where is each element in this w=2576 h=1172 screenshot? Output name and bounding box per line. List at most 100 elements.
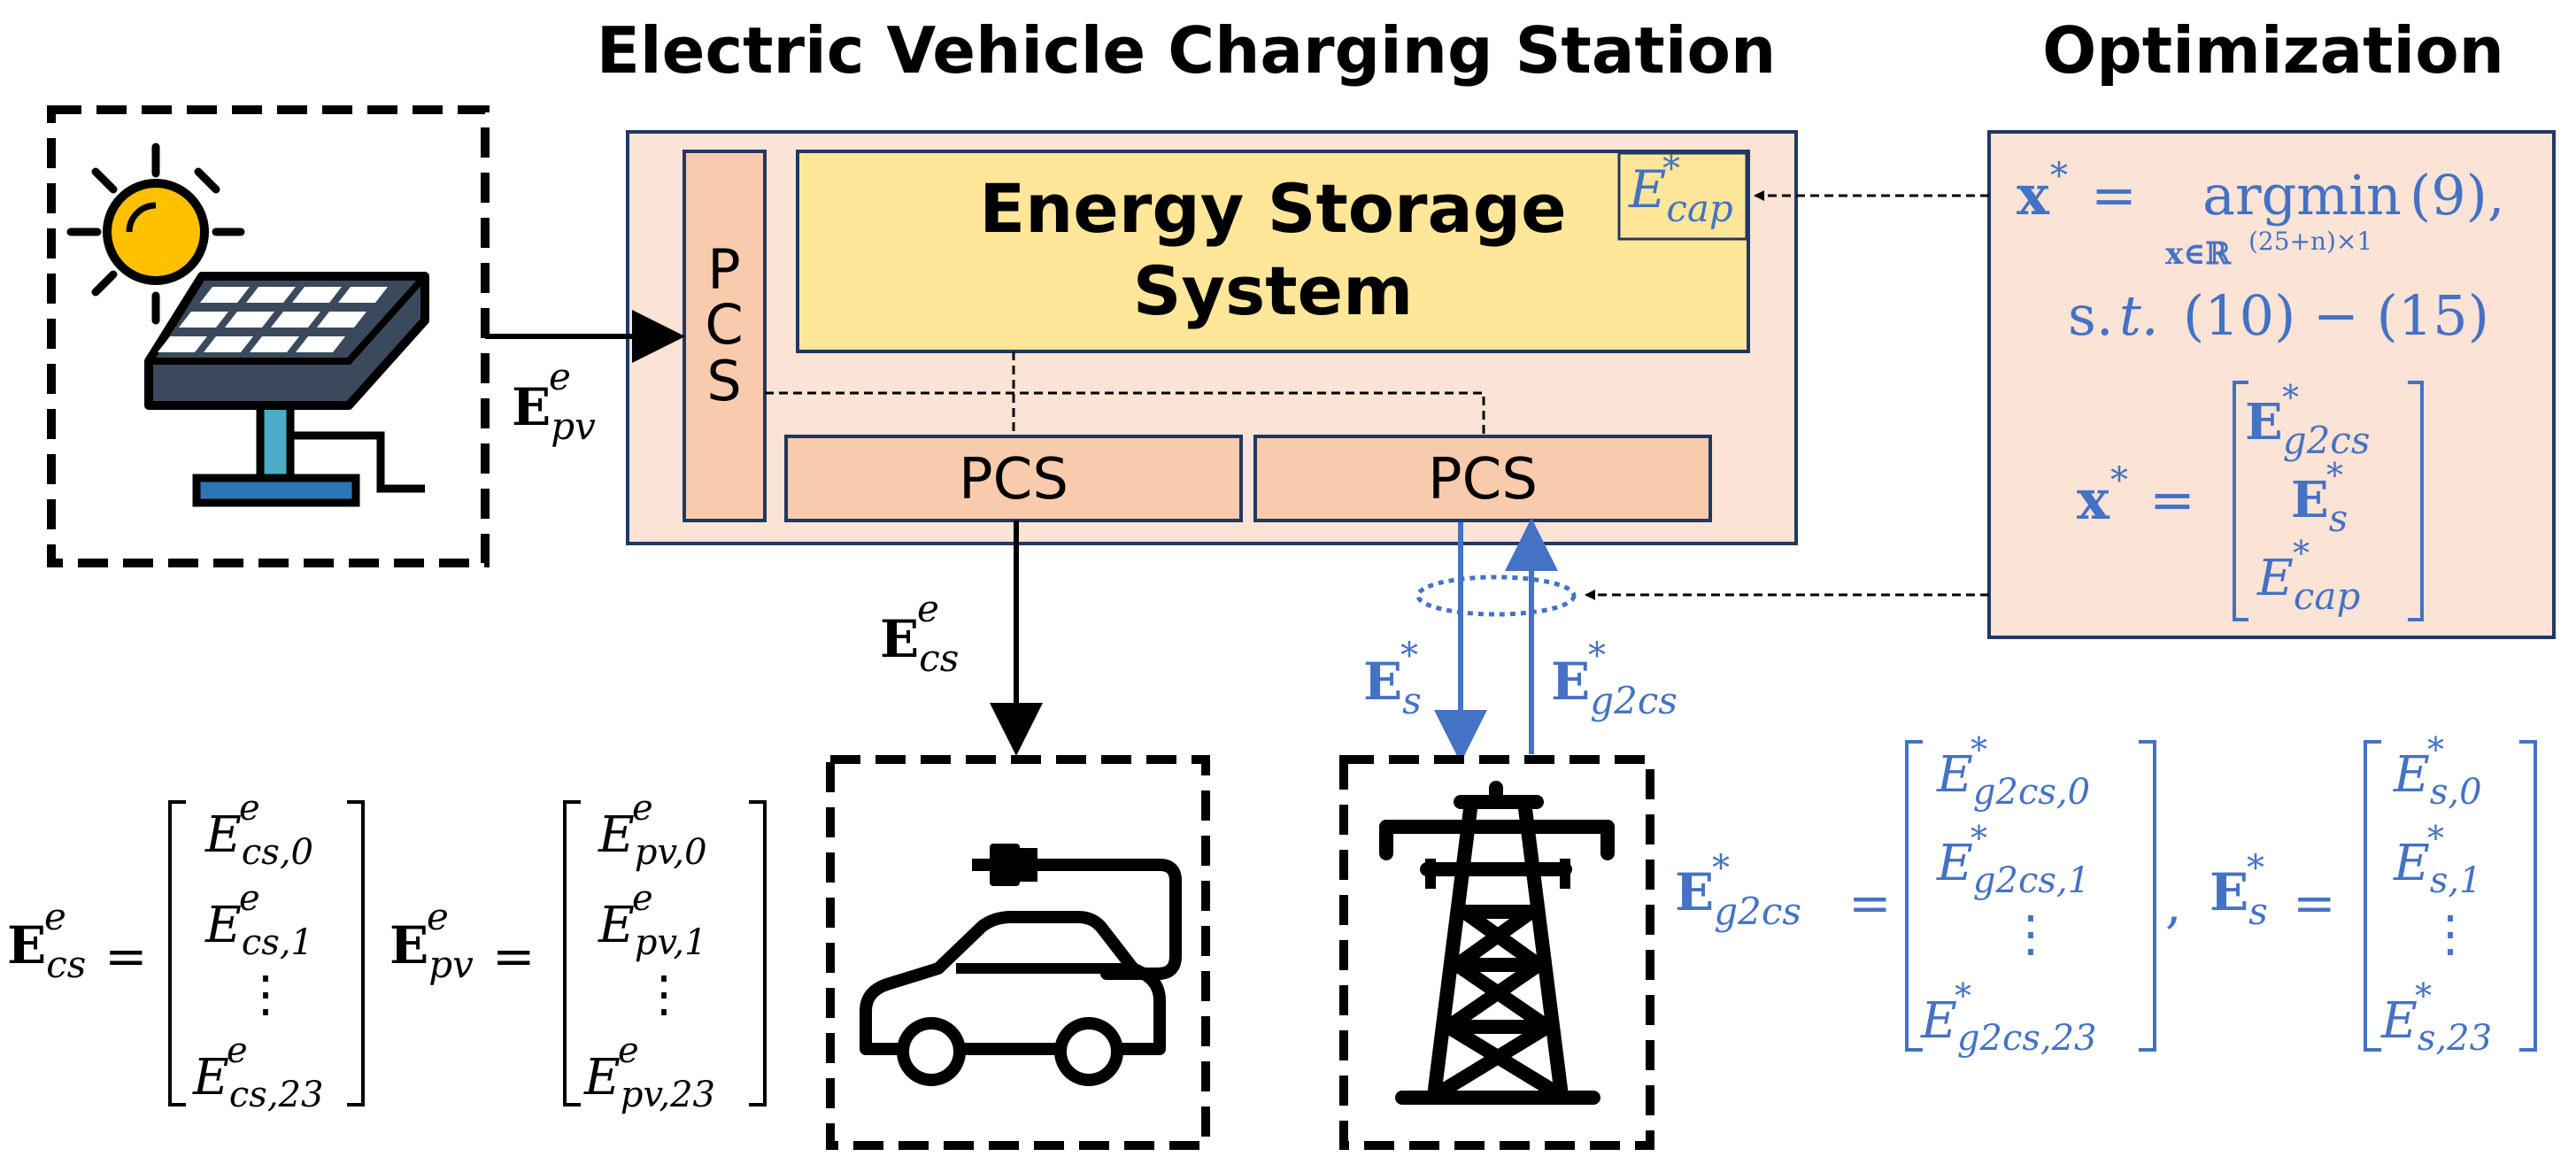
cs-flow-label: Ecs	[880, 609, 959, 680]
opt-equals-1: =	[2091, 163, 2137, 227]
pcs-left-letter-c: C	[705, 292, 743, 357]
vector-cs-equals: =	[104, 926, 148, 986]
vector-cs-bracket-right	[347, 800, 365, 1106]
vector-cs-entry-23: Ecs,23	[192, 1049, 323, 1115]
vector-g2cs-entry-23-sup: *	[1955, 976, 1971, 1015]
vector-cs-entry-0: Ecs,0	[204, 806, 313, 873]
energy-storage-system-box: Energy Storage System Ecap *	[796, 149, 1750, 353]
vector-pv-entry-1: Epv,1	[598, 897, 707, 963]
opt-bracket-right	[2408, 381, 2424, 621]
vector-cs-entry-1-sup: e	[239, 878, 260, 919]
vector-g2cs-bracket-left	[1905, 740, 1923, 1052]
pcs-left-vertical: P C S	[683, 150, 767, 522]
vector-pv-entry-23: Epv,23	[583, 1049, 715, 1115]
opt-bracket-left	[2233, 381, 2248, 621]
vector-s-equals: =	[2293, 873, 2336, 933]
vector-s-entry-0: Es,0	[2393, 746, 2482, 813]
vector-pv-entry-1-sup: e	[632, 878, 653, 919]
pcs-bottom-right: PCS	[1253, 435, 1712, 522]
opt-x2-star: *	[2110, 460, 2128, 501]
vector-g2cs-lhs-sup: *	[1712, 848, 1730, 889]
vector-s-lhs-sup: *	[2247, 848, 2264, 889]
vector-s-entry-1-sup: *	[2427, 819, 2444, 858]
vector-cs-entry-0-sup: e	[239, 788, 260, 829]
vector-pv-lhs: Epv	[389, 915, 474, 986]
opt-x-star: *	[2050, 156, 2068, 197]
vector-pv-bracket-left	[563, 800, 581, 1106]
vector-cs-entry-23-sup: e	[227, 1030, 248, 1071]
vector-g2cs-entry-1-sup: *	[1971, 819, 1987, 858]
s-flow-sup: *	[1400, 636, 1418, 676]
vector-pv-definition: Epv e = Epv,0 e Epv,1 e ⋮ Epv,23 e	[389, 788, 767, 1115]
vector-cs-dots: ⋮	[241, 966, 290, 1023]
ess-capacity-label: Ecap	[1628, 159, 1733, 230]
opt-st-rest: (10) − (15)	[2183, 283, 2489, 348]
vector-s-entry-23: Es,23	[2380, 992, 2492, 1059]
grid-flow-ellipse	[1415, 574, 1577, 617]
ess-capacity-sup: *	[1662, 149, 1680, 189]
g2cs-flow-sup: *	[1588, 636, 1606, 676]
opt-vec-g2cs-sup: *	[2282, 378, 2299, 417]
vector-g2cs-bracket-right	[2139, 740, 2156, 1052]
pcs-bottom-left-label: PCS	[959, 447, 1068, 513]
ess-capacity-box	[1617, 151, 1748, 241]
vector-pv-lhs-sup: e	[427, 895, 449, 938]
s-flow-label: Es	[1363, 652, 1422, 722]
vector-g2cs-dots: ⋮	[2006, 906, 2055, 963]
vector-g2cs-entry-0-sup: *	[1971, 730, 1987, 769]
vector-g2cs-entry-1: Eg2cs,1	[1936, 835, 2090, 901]
g2cs-flow-label: Eg2cs	[1551, 652, 1677, 722]
opt-vec-g2cs: Eg2cs	[2245, 393, 2370, 462]
vector-s-entry-1: Es,1	[2393, 835, 2482, 901]
vector-cs-definition: Ecs e = Ecs,0 e Ecs,1 e ⋮ Ecs,23 e	[7, 788, 365, 1115]
opt-argmin: argmin	[2202, 163, 2402, 227]
vector-g2cs-entry-0: Eg2cs,0	[1936, 746, 2090, 813]
vector-g2cs-lhs: Eg2cs	[1675, 862, 1801, 933]
vector-s-bracket-left	[2364, 740, 2381, 1052]
vector-s-bracket-right	[2519, 740, 2537, 1052]
vector-cs-lhs-sup: e	[44, 895, 66, 938]
vector-pv-equals: =	[492, 926, 536, 986]
vector-pv-entry-0-sup: e	[632, 788, 653, 829]
ess-label-line1: Energy Storage	[979, 169, 1566, 248]
vector-g2cs-comma: ,	[2165, 875, 2181, 935]
opt-argmin-ref: (9),	[2410, 163, 2505, 227]
vector-s-dots: ⋮	[2426, 906, 2475, 963]
opt-vec-cap: Ecap	[2256, 550, 2360, 618]
electric-car-icon	[826, 755, 1210, 1150]
opt-vec-s: Es	[2291, 471, 2348, 540]
cs-flow-sup: e	[917, 587, 939, 630]
vector-g2cs-equals: =	[1848, 873, 1892, 933]
vector-g2cs-definition: Eg2cs * = Eg2cs,0 * Eg2cs,1 * ⋮ Eg2cs,23…	[1675, 730, 2181, 1059]
vector-pv-bracket-right	[749, 800, 767, 1106]
vector-s-definition: Es * = Es,0 * Es,1 * ⋮ Es,23 *	[2210, 730, 2537, 1059]
vector-s-lhs: Es	[2210, 862, 2268, 933]
vector-cs-bracket-left	[168, 800, 186, 1106]
opt-x-bold: x	[2017, 163, 2050, 227]
opt-x2-bold: x	[2077, 467, 2110, 532]
pcs-left-letter-s: S	[706, 349, 741, 413]
vector-cs-entry-1: Ecs,1	[204, 897, 313, 963]
vector-pv-entry-0: Epv,0	[598, 806, 707, 873]
opt-st-t: t.	[2119, 283, 2159, 348]
pv-flow-sup: e	[549, 355, 571, 398]
vector-g2cs-entry-23: Eg2cs,23	[1920, 992, 2097, 1059]
vector-pv-dots: ⋮	[639, 966, 689, 1023]
station-title: Electric Vehicle Charging Station	[597, 13, 1777, 88]
internal-dc-bus	[765, 351, 1485, 436]
vector-cs-lhs: Ecs	[7, 915, 86, 986]
vector-s-entry-0-sup: *	[2427, 730, 2444, 769]
vector-s-entry-23-sup: *	[2415, 976, 2432, 1015]
optimization-title: Optimization	[2042, 13, 2504, 88]
opt-vec-s-sup: *	[2326, 456, 2343, 495]
vector-pv-entry-23-sup: e	[618, 1030, 639, 1071]
pcs-bottom-left: PCS	[784, 435, 1243, 522]
solar-panel-icon	[47, 105, 490, 567]
opt-vec-cap-sup: *	[2293, 534, 2310, 573]
opt-argmin-sub-exp: (25+n)×1	[2248, 227, 2372, 256]
optimization-formula: x * = argmin (9), x∈ℝ (25+n)×1 s. t. (10…	[2017, 156, 2505, 621]
opt-argmin-sub: x∈ℝ	[2165, 236, 2231, 272]
ess-label-line2: System	[1133, 251, 1414, 330]
opt-equals-2: =	[2149, 467, 2195, 532]
